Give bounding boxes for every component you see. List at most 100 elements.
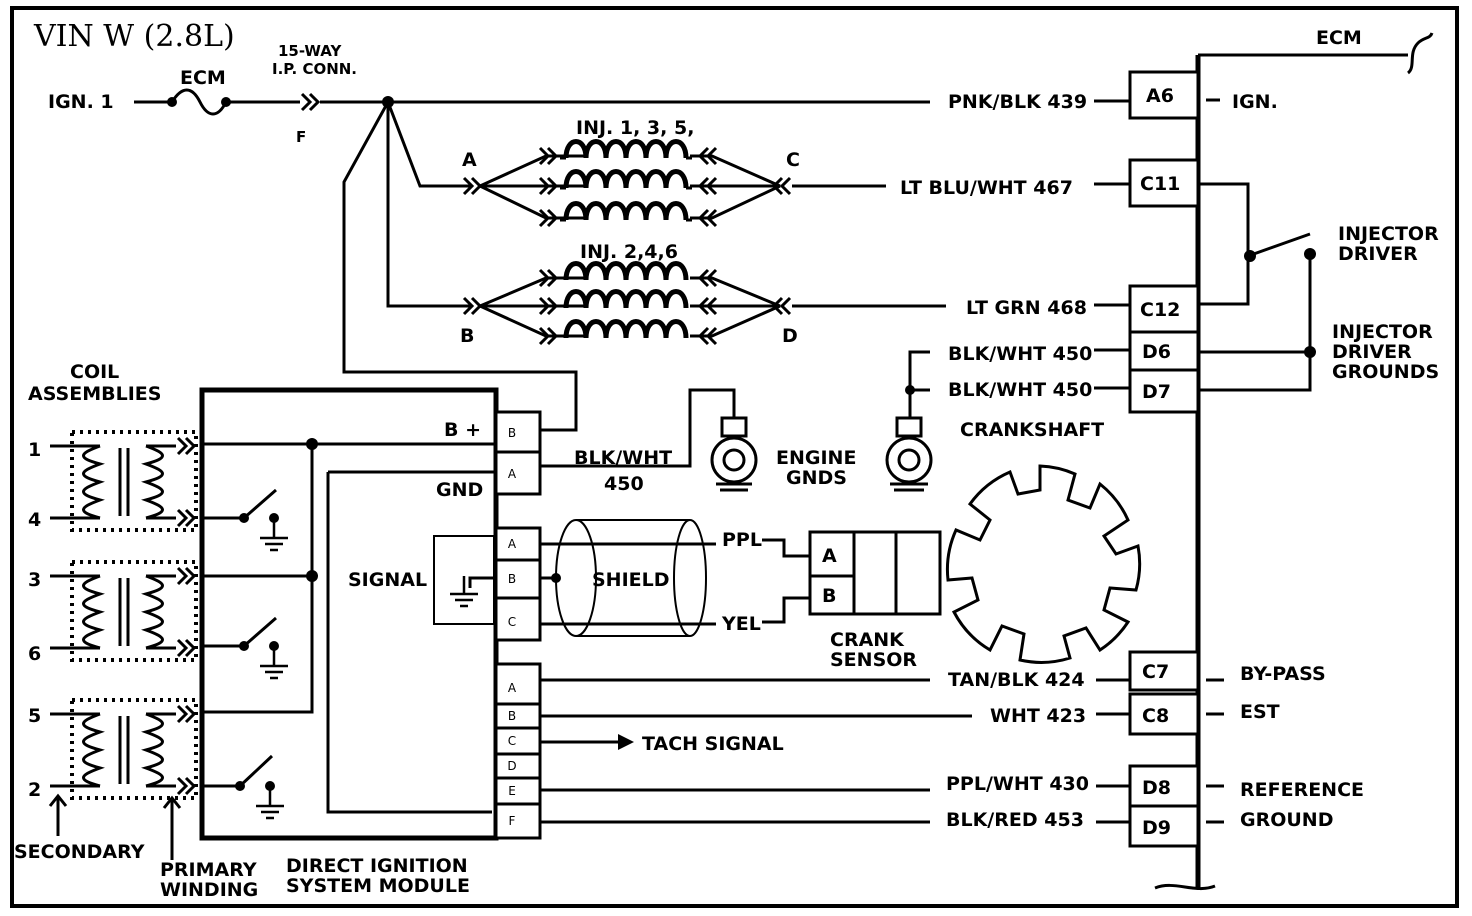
module-name-2: SYSTEM MODULE (286, 875, 470, 897)
wire-blk-wht-2: BLK/WHT 450 (948, 379, 1092, 401)
engine-gnds-1: ENGINE (776, 447, 856, 469)
fuse-label: ECM (180, 67, 226, 89)
ecm-pin-c12: C12 (1140, 299, 1180, 321)
coil-num-1: 1 (28, 439, 41, 461)
ecm-fn-ign: IGN. (1232, 91, 1278, 113)
shielded-cable: SHIELD PPL YEL (540, 519, 762, 637)
inj-pin-d: D (782, 325, 798, 347)
module-pin-sig-a: A (508, 537, 517, 551)
injector-bank-1: INJ. 1, 3, 5, A C LT BLU/WHT 467 (462, 117, 1130, 228)
ip-conn-pin: F (296, 128, 306, 146)
wire-wht: WHT 423 (990, 705, 1086, 727)
coil-primary-2: WINDING (160, 879, 258, 901)
module-gnd: GND (436, 479, 483, 501)
module-pin-top-b: B (508, 426, 516, 440)
module-pin-sig-c: C (508, 615, 516, 629)
frame-border (10, 6, 1459, 908)
inj-pin-c: C (786, 149, 800, 171)
ip-conn-label-2: I.P. CONN. (272, 60, 357, 78)
engine-grounds: BLK/WHT 450 BLK/WHT 450 ENGINE GNDS BLK/… (540, 343, 1130, 495)
ecm-fn-grounds-1: INJECTOR (1332, 321, 1433, 343)
wire-blk-wht-1: BLK/WHT 450 (948, 343, 1092, 365)
ecm-fn-ground: GROUND (1240, 809, 1333, 831)
ecm-pins: A6 C11 C12 D6 D7 C7 C8 D8 D9 (1128, 70, 1200, 848)
tach-arrow-icon (618, 734, 634, 750)
module-pin-bot-a: A (508, 681, 517, 695)
crank-sensor: A B CRANK SENSOR (762, 530, 942, 671)
ecm-fn-injdrv-1: INJECTOR (1338, 223, 1439, 245)
coil-secondary: SECONDARY (14, 841, 145, 863)
dis-module: SIGNAL B + GND DIRECT IGNITION SYSTEM MO… (199, 387, 499, 897)
fuse-icon (170, 88, 228, 116)
crankshaft-wheel (945, 464, 1142, 664)
wire-ppl-wht: PPL/WHT 430 (946, 773, 1089, 795)
module-signal: SIGNAL (348, 569, 427, 591)
module-outputs: TAN/BLK 424 WHT 423 PPL/WHT 430 BLK/RED … (540, 669, 1130, 831)
module-pins: B A A B C A B C D E F (494, 410, 542, 840)
injector-coil-1 (566, 142, 686, 159)
injector-coil-6 (566, 322, 686, 339)
coil-title-2: ASSEMBLIES (28, 383, 161, 405)
ecm-pin-d7: D7 (1142, 381, 1171, 403)
wire-blk-red: BLK/RED 453 (946, 809, 1084, 831)
inj-bank2-label: INJ. 2,4,6 (580, 241, 678, 263)
ecm-pin-c8: C8 (1142, 705, 1169, 727)
inj-pin-b: B (460, 325, 474, 347)
crankshaft-label: CRANKSHAFT (960, 419, 1104, 441)
module-pin-sig-b: B (508, 572, 516, 586)
ecm-pin-d6: D6 (1142, 341, 1171, 363)
inj-pin-a: A (462, 149, 477, 171)
ecm-pin-a6: A6 (1146, 85, 1174, 107)
module-pin-bot-d: D (507, 759, 516, 773)
injector-coil-3 (566, 172, 686, 189)
module-name-1: DIRECT IGNITION (286, 855, 468, 877)
ecm-pin-c11: C11 (1140, 173, 1180, 195)
injector-bank-2: INJ. 2,4,6 B D LT GRN 468 (460, 241, 1130, 347)
crank-sensor-2: SENSOR (830, 649, 917, 671)
engine-gnds-2: GNDS (786, 467, 847, 489)
sensor-pin-a: A (822, 545, 837, 567)
coil-num-5: 5 (28, 705, 41, 727)
wire-ppl: PPL (722, 529, 762, 551)
inj-bank1-label: INJ. 1, 3, 5, (576, 117, 694, 139)
ecm-fn-injdrv-2: DRIVER (1338, 243, 1418, 265)
coil-num-2: 2 (28, 779, 41, 801)
coil-num-4: 4 (28, 509, 41, 531)
ecm-functions: IGN. INJECTOR DRIVER INJECTOR DRIVER GRO… (1198, 91, 1439, 831)
wire-blk-wht-mod-2: 450 (604, 473, 644, 495)
wire-tan-blk: TAN/BLK 424 (948, 669, 1085, 691)
ecm-fn-bypass: BY-PASS (1240, 663, 1326, 685)
ecm-block: ECM (1154, 27, 1434, 891)
ecm-pin-c7: C7 (1142, 661, 1169, 683)
coil-title-1: COIL (70, 361, 119, 383)
ecm-fn-grounds-3: GROUNDS (1332, 361, 1439, 383)
ecm-fn-reference: REFERENCE (1240, 779, 1364, 801)
crankshaft: CRANKSHAFT (945, 419, 1142, 664)
ign-label: IGN. 1 (48, 91, 114, 113)
ecm-pin-d8: D8 (1142, 777, 1171, 799)
module-b-plus: B + (444, 419, 481, 441)
wire-lt-grn: LT GRN 468 (966, 297, 1087, 319)
crank-sensor-1: CRANK (830, 629, 905, 651)
shield-label: SHIELD (592, 569, 670, 591)
injector-coil-2 (566, 264, 686, 281)
ign-circuit: IGN. 1 ECM 15-WAY I.P. CONN. F PNK/BLK 4… (48, 42, 1130, 146)
module-pin-bot-b: B (508, 709, 516, 723)
sensor-pin-b: B (822, 585, 836, 607)
ecm-pin-d9: D9 (1142, 817, 1171, 839)
wire-lt-blu-wht: LT BLU/WHT 467 (900, 177, 1073, 199)
wire-blk-wht-mod-1: BLK/WHT (574, 447, 672, 469)
wire-pnk-blk: PNK/BLK 439 (948, 91, 1087, 113)
ecm-fn-est: EST (1240, 701, 1280, 723)
module-pin-bot-f: F (509, 814, 516, 828)
module-pin-bot-c: C (508, 734, 516, 748)
coil-num-6: 6 (28, 643, 41, 665)
coil-primary-1: PRIMARY (160, 859, 257, 881)
ecm-fn-grounds-2: DRIVER (1332, 341, 1412, 363)
diagram-title: VIN W (2.8L) (33, 19, 235, 54)
injector-coil-4 (566, 292, 686, 309)
wire-yel: YEL (721, 613, 761, 635)
module-pin-bot-e: E (508, 784, 516, 798)
junction-branches (342, 101, 578, 432)
